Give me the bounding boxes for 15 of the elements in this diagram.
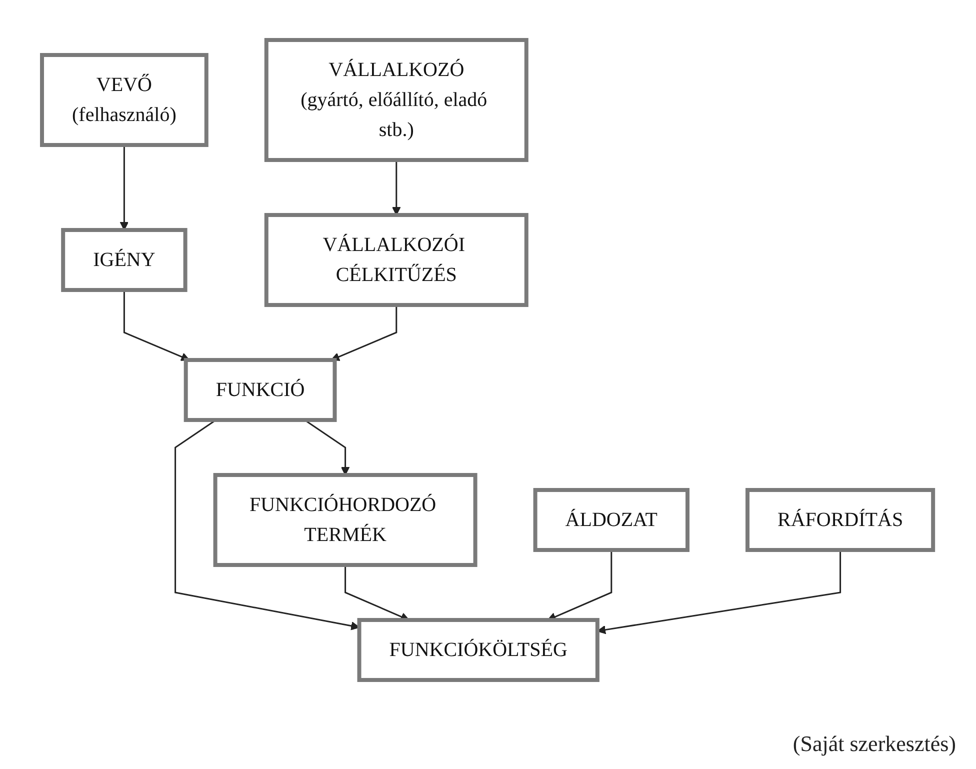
node-box: IGÉNY <box>62 228 188 292</box>
arrow <box>304 419 350 476</box>
node-box: VÁLLALKOZÓI CÉLKITŰZÉS <box>264 213 529 307</box>
arrow <box>120 145 130 230</box>
node-box: RÁFORDÍTÁS <box>746 488 936 552</box>
node-box: FUNKCIÓKÖLTSÉG <box>358 618 600 682</box>
node-box: ÁLDOZAT <box>534 488 690 552</box>
arrow <box>124 290 190 361</box>
caption: (Saját szerkesztés) <box>792 731 956 757</box>
node-box: VEVŐ (felhasználó) <box>40 53 209 147</box>
node-box: FUNKCIÓ <box>184 358 338 422</box>
node-box: VÁLLALKOZÓ (gyártó, előállító, eladó stb.) <box>264 38 529 162</box>
node-box: FUNKCIÓHORDOZÓ TERMÉK <box>214 473 478 567</box>
arrow <box>331 305 398 361</box>
arrow <box>392 160 402 216</box>
